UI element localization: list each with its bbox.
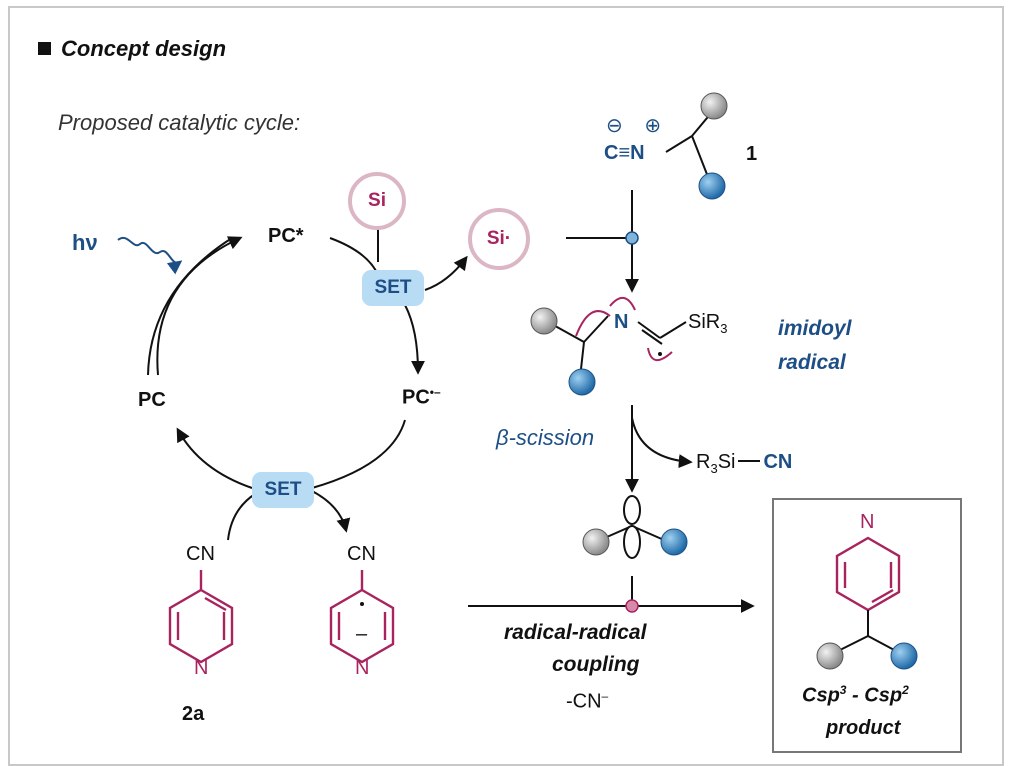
cycle-arc-bottom-right xyxy=(311,419,406,489)
set-badge-bottom: SET xyxy=(252,472,314,508)
cycle-label: Proposed catalytic cycle: xyxy=(58,110,301,135)
heading-text: Concept design xyxy=(61,36,227,61)
imidoyl-bonds xyxy=(547,315,687,379)
coupling-label-2: coupling xyxy=(552,653,640,676)
imidoyl-label-1: imidoyl xyxy=(778,317,852,340)
coupling-label-1: radical-radical xyxy=(504,621,647,644)
product-label-2: product xyxy=(826,717,901,739)
imidoyl-fishhook-3 xyxy=(647,347,673,361)
product-label-1: Csp3 - Csp2 xyxy=(802,683,909,707)
p-orbital-bottom xyxy=(623,525,641,559)
pyridine-radical-dot xyxy=(360,602,364,606)
cycle-arc-bottom-left xyxy=(176,427,253,489)
set-badge-top: SET xyxy=(362,270,424,306)
compound-1-label: 1 xyxy=(746,143,758,165)
scission-label: β-scission xyxy=(496,425,595,450)
imidoyl-radical-dot xyxy=(658,352,662,356)
imidoyl-blue-ball xyxy=(568,368,596,396)
product-n-atom: N xyxy=(860,511,875,533)
cyanide-loss-label: -CN– xyxy=(566,689,609,713)
product-blue-ball xyxy=(890,642,918,670)
cycle-arc-left-inner xyxy=(147,237,233,376)
pc-ground-label: PC xyxy=(138,389,166,411)
pyridine-2a-cn: CN xyxy=(186,543,215,565)
alkyl-gray-ball xyxy=(582,528,610,556)
imidoyl-substituent: SiR3 xyxy=(688,311,728,336)
compound-2a-label: 2a xyxy=(182,703,205,725)
pc-excited-label: PC* xyxy=(268,225,304,247)
pyridine-out-arrow xyxy=(309,489,351,533)
arrow-to-silylcyanide xyxy=(631,417,693,469)
isocyanide-formula: C≡N xyxy=(604,142,645,164)
pyridine-anion-n: N xyxy=(355,657,370,679)
product-box xyxy=(772,498,962,753)
pc-radical-anion-label: PC•– xyxy=(402,385,441,409)
join-node xyxy=(625,231,639,245)
si-radical-out-arrow xyxy=(424,255,468,291)
si-radical-circle: Si· xyxy=(468,208,530,270)
isocyanide-bonds xyxy=(665,111,713,183)
coupling-node xyxy=(625,599,639,613)
product-gray-ball xyxy=(816,642,844,670)
cycle-arc-right xyxy=(404,304,425,375)
alkyl-blue-ball xyxy=(660,528,688,556)
imidoyl-label-2: radical xyxy=(778,351,846,374)
square-bullet-icon xyxy=(38,42,51,55)
pyridine-anion-charge: – xyxy=(356,623,368,645)
light-label: hν xyxy=(72,230,98,255)
isocyanide-charges: ⊖ ⊕ xyxy=(606,115,670,137)
imidoyl-double-bond xyxy=(641,329,663,345)
si-reagent-circle: Si xyxy=(348,172,406,230)
section-heading: Concept design xyxy=(38,38,226,60)
imidoyl-fishhook-1 xyxy=(575,310,611,337)
pyridine-radical-anion-ring xyxy=(329,570,395,664)
imidoyl-n-atom: N xyxy=(614,311,629,333)
cycle-arc-left-outer xyxy=(156,236,243,376)
hv-wavy-arrow xyxy=(117,237,183,275)
p-orbital-top xyxy=(623,495,641,525)
imidoyl-gray-ball xyxy=(530,307,558,335)
imidoyl-fishhook-2 xyxy=(609,297,636,311)
isocyanide-gray-ball xyxy=(700,92,728,120)
pyridine-2a-n: N xyxy=(194,657,209,679)
isocyanide-blue-ball xyxy=(698,172,726,200)
pyridine-2a-ring xyxy=(168,570,234,664)
pyridine-anion-cn: CN xyxy=(347,543,376,565)
